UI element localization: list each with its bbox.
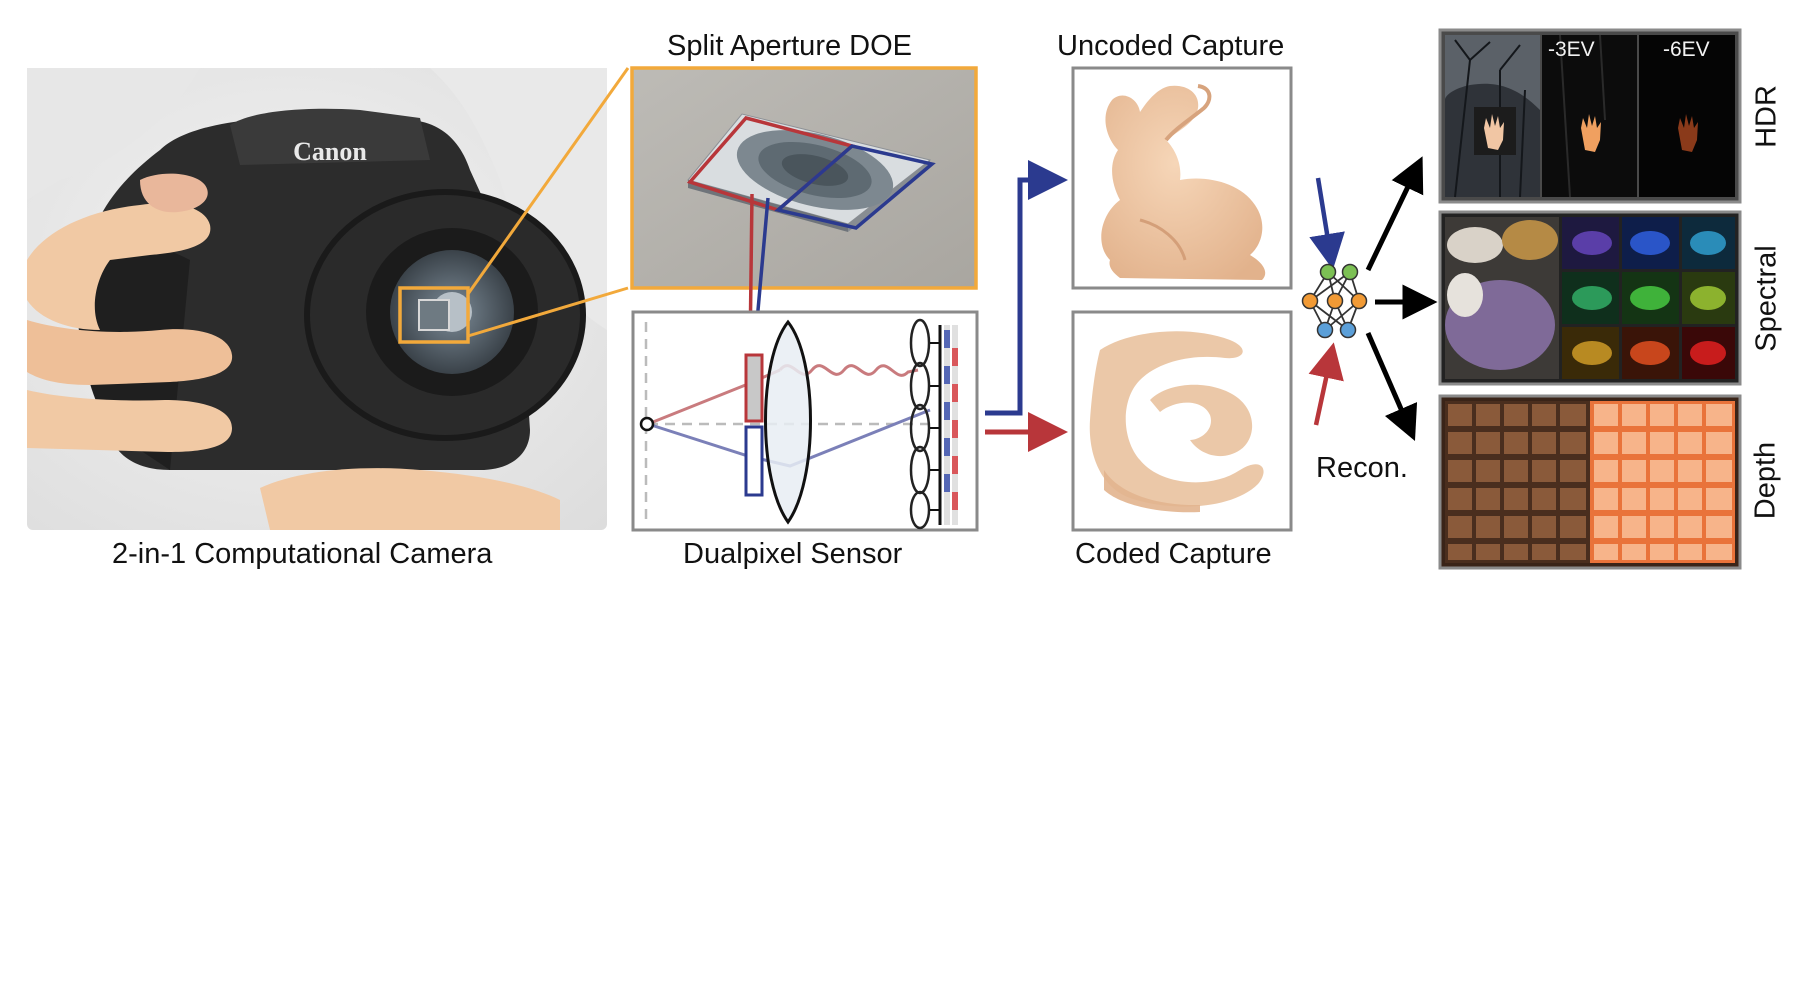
camera-photo: Canon xyxy=(27,67,630,530)
blue-path-arrow xyxy=(985,160,1068,416)
sensor-caption: Dualpixel Sensor xyxy=(683,538,903,570)
depth-label: Depth xyxy=(1749,441,1782,520)
coded-capture-panel xyxy=(1071,310,1293,532)
hdr-ev-label-1: -3EV xyxy=(1548,38,1595,61)
capture-arrows xyxy=(985,160,1068,452)
reconstruction-network xyxy=(1301,156,1438,442)
spectral-label: Spectral xyxy=(1750,245,1783,352)
neural-network-icon xyxy=(1301,263,1368,339)
uncoded-to-network-arrow xyxy=(1309,177,1345,270)
doe-highlight-box xyxy=(398,286,470,344)
coded-caption: Coded Capture xyxy=(1075,538,1272,570)
zoom-line-top xyxy=(466,67,630,295)
coded-to-network-arrow xyxy=(1308,342,1344,426)
coded-blur-image xyxy=(1089,331,1264,513)
uncoded-title: Uncoded Capture xyxy=(1057,30,1285,62)
bunny-image xyxy=(1101,84,1266,280)
to-depth-arrow xyxy=(1365,332,1418,442)
camera-brand-text: Canon xyxy=(293,137,367,166)
to-hdr-arrow xyxy=(1365,156,1424,272)
zoom-line-bottom xyxy=(467,286,629,338)
depth-panel xyxy=(1438,394,1742,570)
camera-caption: 2-in-1 Computational Camera xyxy=(112,538,493,570)
hdr-label: HDR xyxy=(1750,85,1783,148)
doe-photo-panel xyxy=(630,66,978,356)
hdr-panel xyxy=(1438,28,1742,204)
spectral-panel xyxy=(1438,210,1742,386)
doe-blue-half xyxy=(774,144,936,230)
uncoded-capture-panel xyxy=(1071,66,1293,290)
doe-title: Split Aperture DOE xyxy=(667,30,912,62)
hdr-ev-label-2: -6EV xyxy=(1663,38,1710,61)
recon-label: Recon. xyxy=(1316,452,1408,484)
sensor-schematic-panel xyxy=(631,310,979,532)
